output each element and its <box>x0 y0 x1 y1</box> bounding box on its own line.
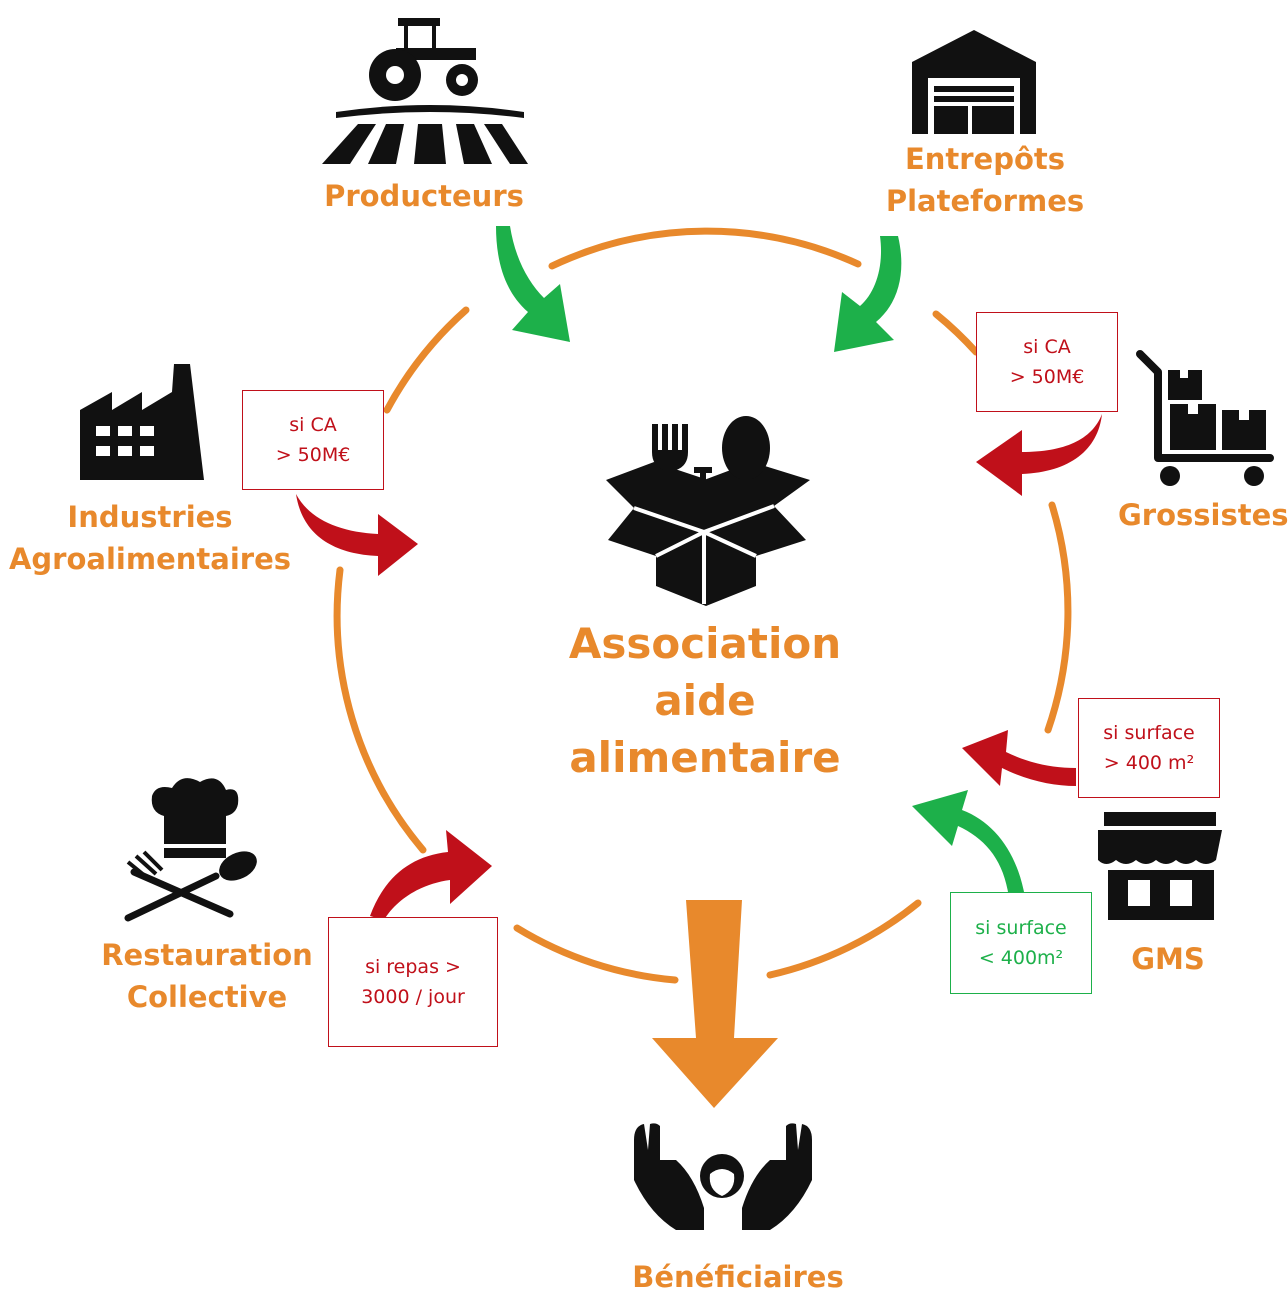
warehouse-icon <box>912 30 1036 134</box>
condition-restauration: si repas > 3000 / jour <box>328 917 498 1047</box>
label-entrepots-line1: Entrepôts <box>904 142 1066 176</box>
food-box-icon <box>606 416 810 606</box>
arrow-entrepots-icon <box>834 236 902 352</box>
cycle-ring <box>333 227 1072 984</box>
center-title-line2: aide <box>654 676 756 725</box>
arrow-gms-large-icon <box>962 730 1076 786</box>
chef-cutlery-icon <box>124 778 257 922</box>
shop-icon <box>1098 812 1222 920</box>
label-producteurs: Producteurs <box>324 179 524 213</box>
condition-gms-small-line2: < 400m² <box>978 947 1064 969</box>
arc-bottom-left <box>513 924 679 984</box>
arc-left <box>333 566 427 854</box>
green-arrows <box>496 226 1024 892</box>
arc-top <box>548 227 862 270</box>
condition-gms-small-line1: si surface <box>975 917 1067 939</box>
arc-top-right <box>932 310 980 356</box>
arc-bottom-right <box>766 899 922 979</box>
condition-industries-line2: > 50M€ <box>275 444 351 466</box>
arrow-restauration-icon <box>370 830 492 920</box>
label-industries-line2: Agroalimentaires <box>8 542 291 576</box>
center-title: Association aide alimentaire <box>560 615 850 786</box>
condition-grossistes-line1: si CA <box>1023 336 1071 358</box>
red-arrows <box>296 414 1102 920</box>
condition-gms-large-line2: > 400 m² <box>1103 752 1195 774</box>
label-gms: GMS <box>1131 942 1205 976</box>
label-industries-line1: Industries <box>67 500 233 534</box>
hand-truck-icon <box>1136 350 1274 486</box>
condition-grossistes: si CA > 50M€ <box>976 312 1118 412</box>
label-entrepots-line2: Plateformes <box>885 184 1085 218</box>
label-industries: Industries Agroalimentaires <box>4 496 296 580</box>
label-restauration-line2: Collective <box>126 980 288 1014</box>
tractor-icon <box>322 18 528 164</box>
label-grossistes: Grossistes <box>1118 498 1288 532</box>
condition-industries-line1: si CA <box>289 414 337 436</box>
label-beneficiaires: Bénéficiaires <box>632 1260 844 1294</box>
label-entrepots: Entrepôts Plateformes <box>870 138 1100 222</box>
condition-gms-small: si surface < 400m² <box>950 892 1092 994</box>
arrow-grossistes-icon <box>976 414 1102 496</box>
condition-grossistes-line2: > 50M€ <box>1009 366 1085 388</box>
condition-gms-large: si surface > 400 m² <box>1078 698 1220 798</box>
center-title-line1: Association <box>568 619 842 668</box>
label-restauration-line1: Restauration <box>101 938 313 972</box>
arrow-producteurs-icon <box>496 226 570 342</box>
center-title-line3: alimentaire <box>569 733 841 782</box>
hands-fruit-icon <box>634 1123 812 1230</box>
condition-restauration-line1: si repas > <box>365 956 461 978</box>
condition-restauration-line2: 3000 / jour <box>361 986 465 1008</box>
arc-right <box>1044 501 1072 734</box>
factory-icon <box>80 364 204 480</box>
arrow-industries-icon <box>296 494 418 576</box>
arrow-beneficiaires-icon <box>652 900 778 1108</box>
arrow-gms-small-icon <box>912 790 1024 892</box>
condition-gms-large-line1: si surface <box>1103 722 1195 744</box>
arc-top-left <box>383 306 470 414</box>
label-restauration: Restauration Collective <box>96 934 318 1018</box>
condition-industries: si CA > 50M€ <box>242 390 384 490</box>
